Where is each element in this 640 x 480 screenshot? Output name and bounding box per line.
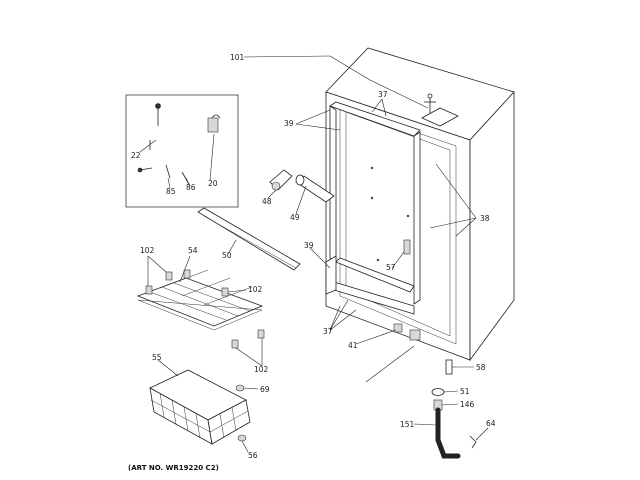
callout-151: 151 (400, 420, 415, 429)
callout-50: 50 (222, 251, 232, 260)
light-switch (403, 239, 411, 255)
callout-22: 22 (131, 151, 141, 160)
bottom-hinge (393, 323, 403, 333)
shelf-clips (145, 269, 265, 349)
callout-64: 64 (486, 419, 496, 428)
callout-85: 85 (166, 187, 176, 196)
trim-strips (325, 101, 421, 315)
callout-37-bottom: 37 (323, 327, 333, 336)
callout-86: 86 (186, 183, 196, 192)
callout-41: 41 (348, 341, 358, 350)
shelf-rail (197, 207, 301, 271)
callout-20: 20 (208, 179, 218, 188)
inset-box (125, 94, 239, 208)
callout-146: 146 (460, 400, 475, 409)
thermostat-assembly (269, 169, 335, 203)
screw-dot (406, 214, 410, 218)
callout-39-top: 39 (284, 119, 294, 128)
callout-37-top: 37 (378, 90, 388, 99)
basket-stop (237, 434, 247, 442)
callout-54: 54 (188, 246, 198, 255)
callout-102-left: 102 (140, 246, 155, 255)
callout-49: 49 (290, 213, 300, 222)
bottom-hinge-pin (409, 329, 421, 341)
screw-dot (370, 196, 374, 200)
basket-stop (235, 384, 245, 392)
screw-dot (370, 166, 374, 170)
callout-57: 57 (386, 263, 396, 272)
callout-101: 101 (230, 53, 245, 62)
callout-38: 38 (480, 214, 490, 223)
callout-51: 51 (460, 387, 470, 396)
callout-58: 58 (476, 363, 486, 372)
callout-69: 69 (260, 385, 270, 394)
callout-56: 56 (248, 451, 258, 460)
wire-shelf (136, 269, 264, 331)
art-number: (ART NO. WR19220 C2) (128, 464, 219, 472)
callout-55: 55 (152, 353, 162, 362)
leader-lines (139, 55, 489, 453)
callout-102-bottom: 102 (254, 365, 269, 374)
callout-102-right: 102 (248, 285, 263, 294)
callout-labels: 101 37 39 38 39 37 41 48 49 50 102 54 10… (131, 53, 496, 460)
wire-basket (149, 369, 251, 445)
callout-48: 48 (262, 197, 272, 206)
top-hinge (421, 93, 459, 127)
screw-dot (376, 258, 380, 262)
callout-39-bottom: 39 (304, 241, 314, 250)
